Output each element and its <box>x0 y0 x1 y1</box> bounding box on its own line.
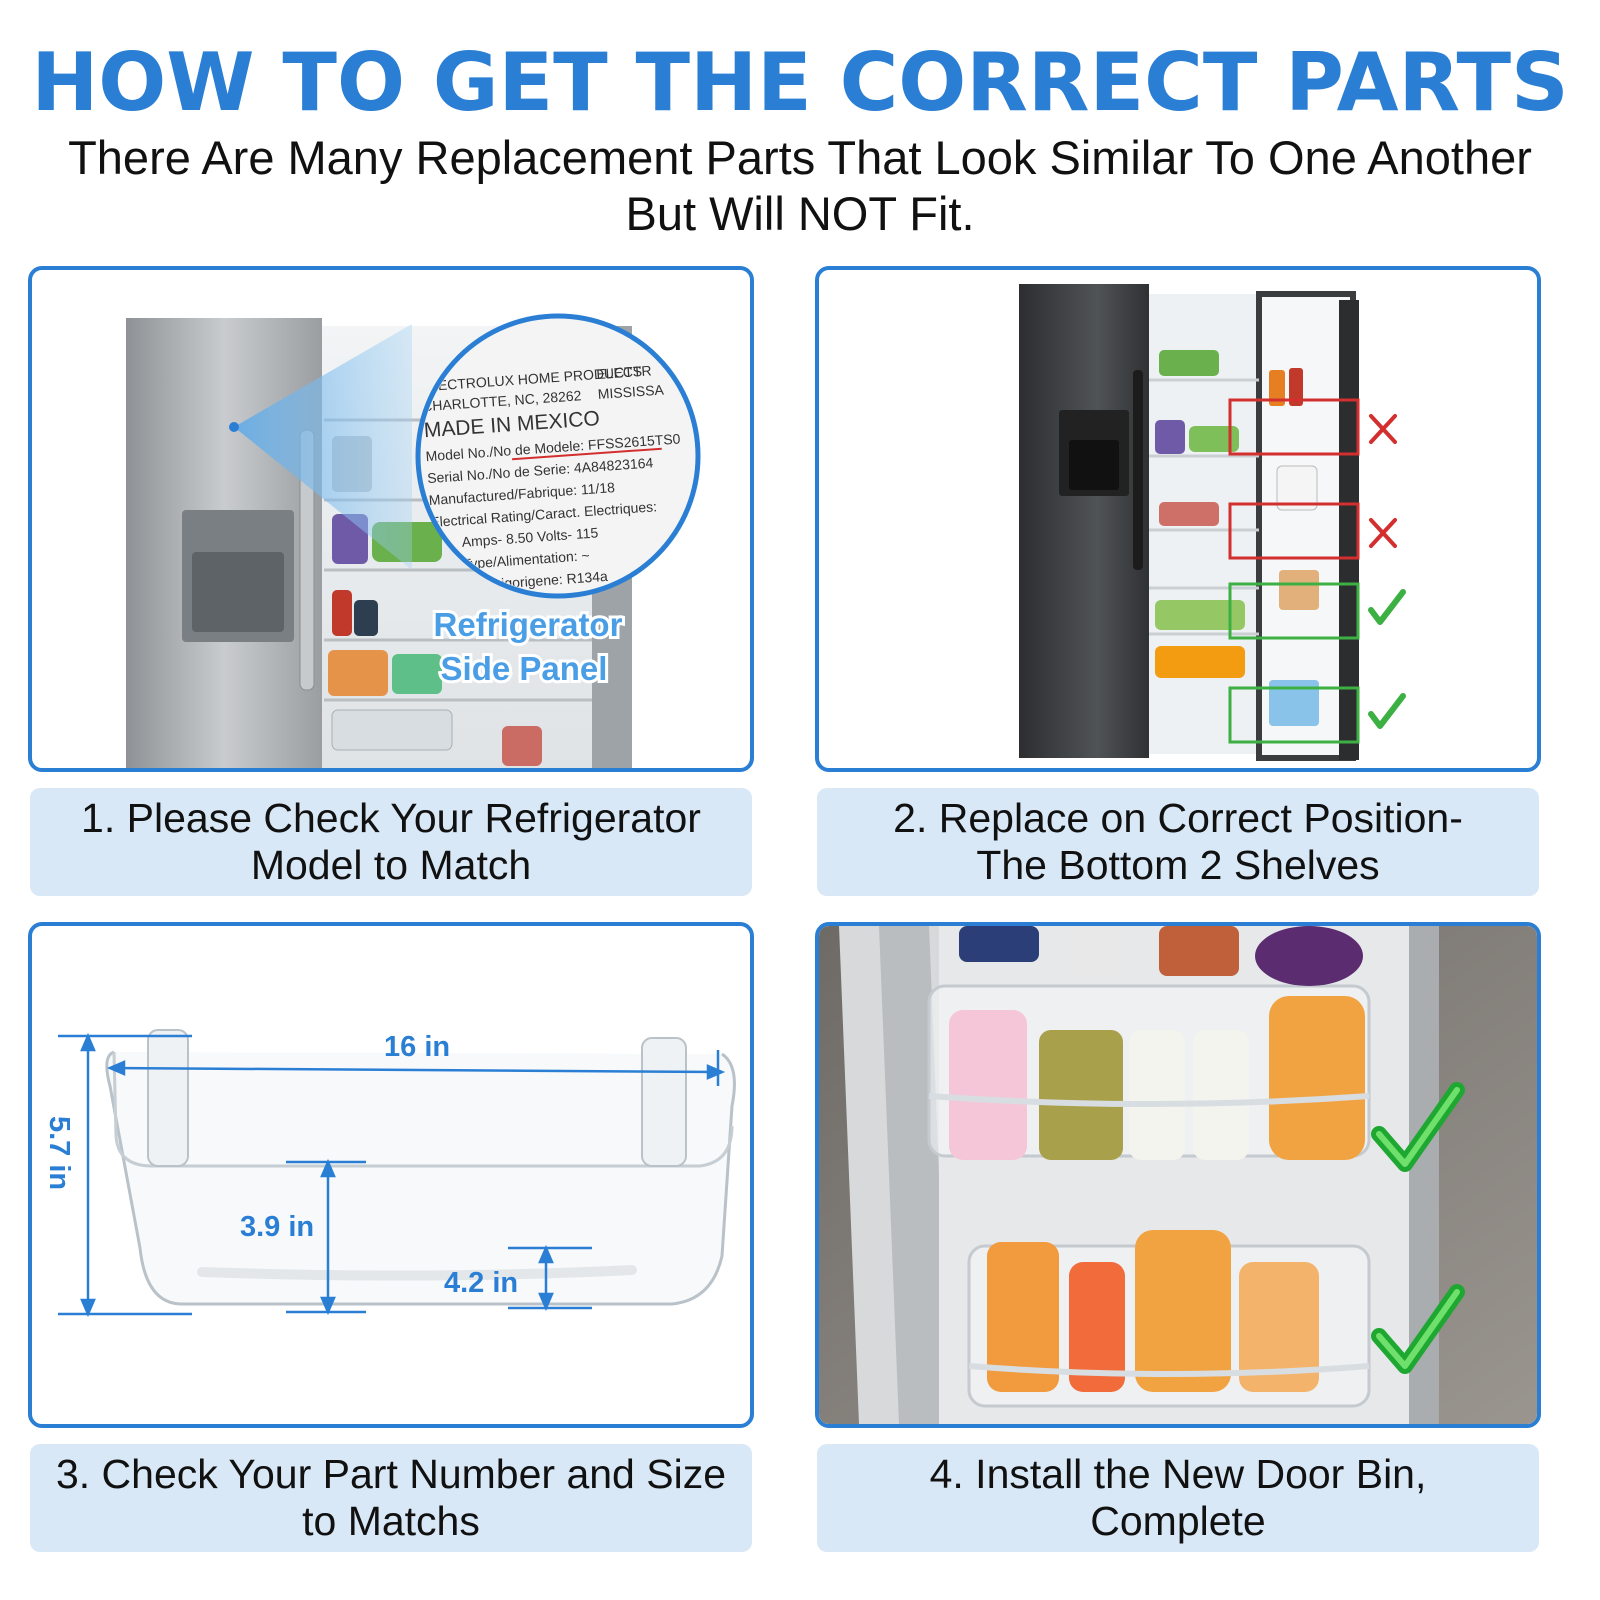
freezer-door <box>1019 284 1149 758</box>
callout-line-1: Refrigerator <box>434 606 623 643</box>
page-title: HOW TO GET THE CORRECT PARTS <box>31 36 1569 129</box>
step-3-caption-line-2: to Matchs <box>302 1498 480 1544</box>
step-4-caption-line-1: 4. Install the New Door Bin, <box>929 1451 1427 1497</box>
page-subtitle: There Are Many Replacement Parts That Lo… <box>0 130 1600 242</box>
step-1-caption: 1. Please Check Your Refrigerator Model … <box>30 788 752 896</box>
step-1-caption-line-2: Model to Match <box>250 842 532 888</box>
step-3-image-panel: 16 in 3.9 in 4.2 in 5.7 in <box>28 922 754 1428</box>
zoom-beam <box>234 324 412 570</box>
correct-check-icon <box>1368 693 1406 729</box>
wrong-mark-icon <box>1369 518 1397 548</box>
step-4-image-panel <box>815 922 1541 1428</box>
step-2-caption: 2. Replace on Correct Position- The Bott… <box>817 788 1539 896</box>
step-2-caption-line-1: 2. Replace on Correct Position- <box>893 795 1463 841</box>
label-city-2: MISSISSA <box>597 381 665 402</box>
step-2-image-panel <box>815 266 1541 772</box>
dimension-front-height-label: 3.9 in <box>240 1211 314 1243</box>
shelf-box-2 <box>1228 502 1360 560</box>
step-3-caption: 3. Check Your Part Number and Size to Ma… <box>30 1444 752 1552</box>
door-bin-dimensions: 16 in 3.9 in 4.2 in 5.7 in <box>43 1029 736 1318</box>
label-company-2: ELECTR <box>596 362 652 382</box>
installed-bins-illustration <box>819 926 1537 1424</box>
dimension-width-label: 16 in <box>384 1031 450 1063</box>
fridge-label-illustration: ELECTROLUX HOME PRODUCTS ELECTR CHARLOTT… <box>126 313 701 768</box>
wrong-mark-icon <box>1369 414 1397 444</box>
dimension-height-label: 5.7 in <box>43 1116 75 1190</box>
step-3-caption-line-1: 3. Check Your Part Number and Size <box>55 1451 727 1497</box>
shelf-box-4 <box>1228 686 1360 744</box>
step-4-caption: 4. Install the New Door Bin, Complete <box>817 1444 1539 1552</box>
subtitle-line-1: There Are Many Replacement Parts That Lo… <box>68 131 1532 184</box>
door-bin <box>105 1050 736 1306</box>
shelf-box-1 <box>1228 398 1360 456</box>
step-1-image-panel: ELECTROLUX HOME PRODUCTS ELECTR CHARLOTT… <box>28 266 754 772</box>
callout-line-2: Side Panel <box>441 650 608 687</box>
dimension-back-height-label: 4.2 in <box>444 1267 518 1299</box>
step-2-caption-line-2: The Bottom 2 Shelves <box>976 842 1380 888</box>
fridge-shelves-illustration <box>1019 284 1406 761</box>
correct-check-icon <box>1368 589 1406 625</box>
subtitle-line-2: But Will NOT Fit. <box>625 187 975 240</box>
step-1-caption-line-1: 1. Please Check Your Refrigerator <box>81 795 701 841</box>
label-location-dot <box>229 422 239 432</box>
shelf-box-3 <box>1228 582 1360 640</box>
step-4-caption-line-2: Complete <box>1090 1498 1266 1544</box>
